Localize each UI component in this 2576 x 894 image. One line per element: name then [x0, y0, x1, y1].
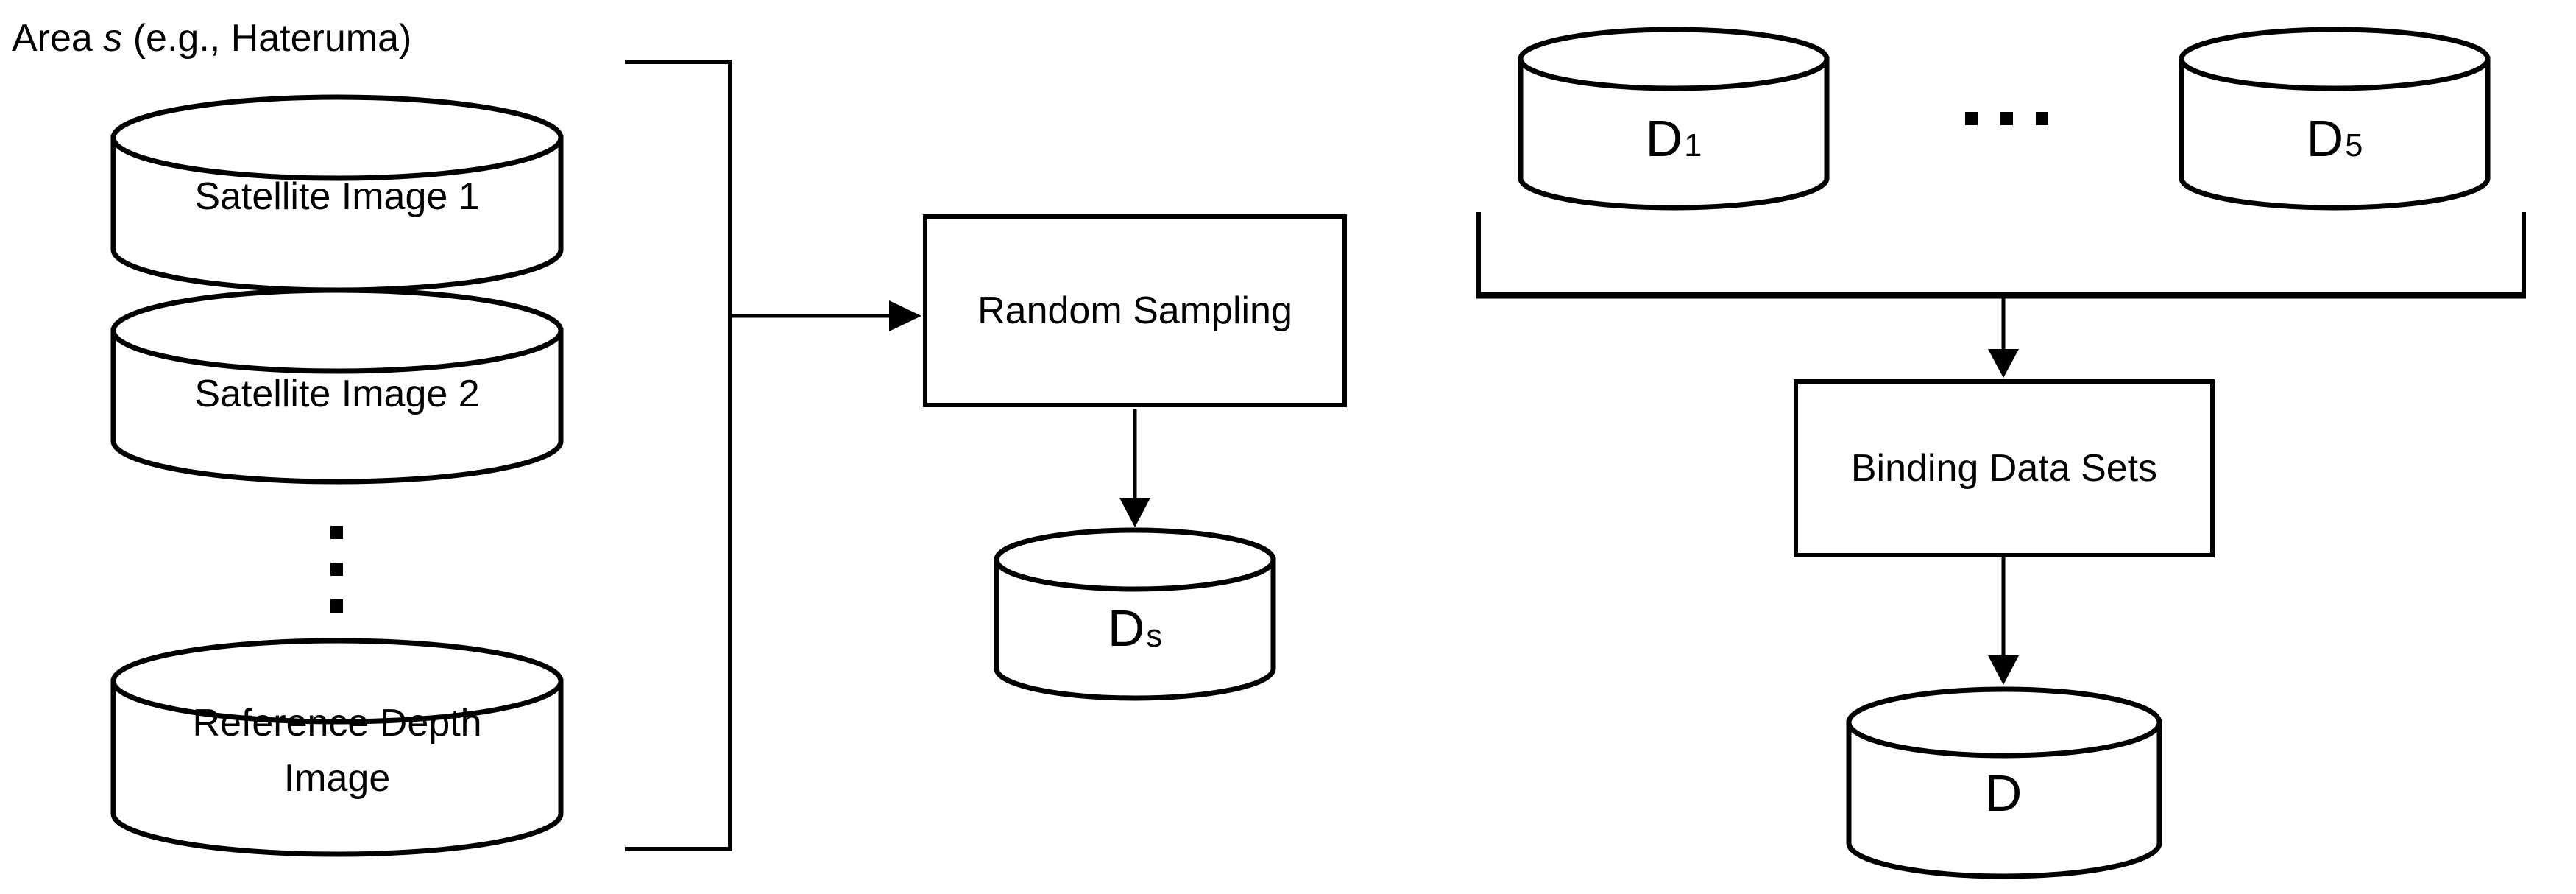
- area-label-prefix: Area: [12, 17, 104, 60]
- cylinder-reference-depth-image: Reference Depth Image: [110, 638, 564, 857]
- area-variable: s: [103, 17, 123, 60]
- binding-data-sets-box: Binding Data Sets: [1794, 379, 2215, 557]
- database-cylinder-icon: [1518, 27, 1830, 211]
- database-cylinder-icon: [110, 94, 564, 293]
- area-label: Area s (e.g., Hateruma): [12, 16, 411, 60]
- right-grouping-bracket: [1476, 212, 2526, 299]
- random-sampling-box: Random Sampling: [923, 214, 1347, 407]
- cylinder-label: Satellite Image 2: [194, 373, 480, 416]
- cylinder-satellite-image-1: Satellite Image 1: [110, 94, 564, 293]
- cylinder-label: D: [1846, 686, 2162, 879]
- database-cylinder-icon: [110, 287, 564, 485]
- cylinder-label: Reference Depth Image: [110, 638, 564, 857]
- database-cylinder-icon: [994, 527, 1276, 701]
- arrow-bracket-to-binding: [1988, 298, 2019, 378]
- ellipsis-dot: [2000, 112, 2013, 125]
- arrowhead-down-icon: [1988, 655, 2019, 685]
- ellipsis-dot: [330, 526, 343, 539]
- area-label-suffix: (e.g., Hateruma): [122, 17, 412, 60]
- arrowhead-down-icon: [1119, 498, 1150, 527]
- db-name: D: [1645, 109, 1683, 167]
- ellipsis-dot: [330, 599, 343, 613]
- db-name: D: [1984, 764, 2023, 823]
- left-grouping-bracket: [625, 60, 732, 851]
- ellipsis-dot: [1965, 112, 1978, 125]
- cylinder-satellite-image-2: Satellite Image 2: [110, 287, 564, 485]
- arrow-binding-to-d: [1988, 557, 2019, 685]
- ellipsis-dot: [330, 563, 343, 576]
- arrow-random-sampling-to-ds: [1119, 409, 1150, 527]
- cylinder-label: Satellite Image 1: [194, 175, 480, 219]
- cylinder-label-text: Reference Depth Image: [192, 701, 482, 800]
- vertical-ellipsis-icon: [330, 526, 343, 613]
- arrowhead-right-icon: [889, 300, 921, 331]
- random-sampling-label: Random Sampling: [977, 289, 1292, 332]
- database-cylinder-icon: [2179, 27, 2491, 211]
- horizontal-ellipsis-icon: [1965, 112, 2048, 125]
- binding-data-sets-label: Binding Data Sets: [1850, 447, 2158, 490]
- ellipsis-dot: [2036, 112, 2048, 125]
- cylinder-d: D: [1846, 686, 2162, 879]
- db-name: D: [2306, 109, 2344, 167]
- database-cylinder-icon: [1846, 686, 2162, 879]
- database-cylinder-icon: [110, 638, 564, 857]
- db-name: D: [1107, 599, 1145, 658]
- arrow-stack-to-random-sampling: [732, 300, 921, 331]
- arrowhead-down-icon: [1988, 349, 2019, 378]
